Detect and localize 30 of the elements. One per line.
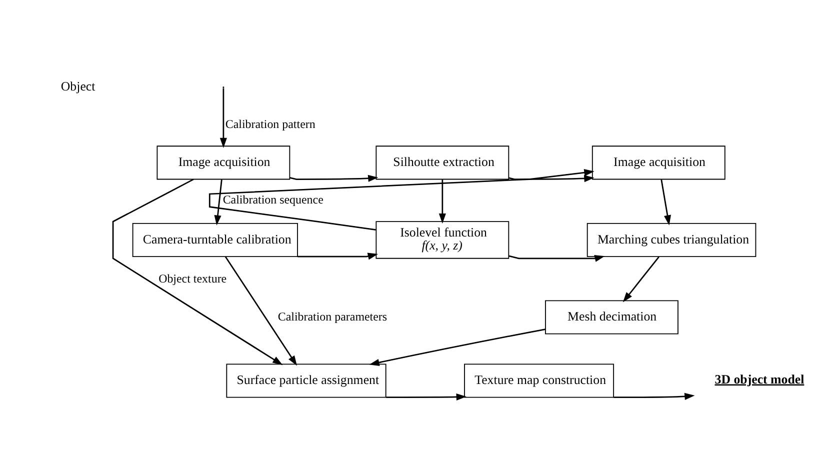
- node-box: Camera-turntable calibration: [132, 222, 298, 257]
- arrow: [224, 256, 298, 366]
- arrow: [208, 169, 594, 230]
- arrow: [298, 252, 378, 260]
- arrow: [290, 174, 378, 182]
- arrow: [508, 175, 594, 182]
- edge-label: Calibration parameters: [278, 309, 388, 324]
- node-box: Mesh decimation: [545, 300, 678, 334]
- arrow: [214, 180, 222, 226]
- label: Object: [60, 80, 96, 94]
- node-box: Silhoutte extraction: [376, 146, 510, 180]
- edge-label: Calibration sequence: [222, 192, 324, 207]
- arrow: [508, 254, 605, 262]
- arrow: [386, 393, 466, 401]
- edge-label: Calibration pattern: [225, 117, 316, 132]
- node-text: 3D object model: [714, 372, 804, 386]
- node-box: Texture map construction: [464, 364, 614, 398]
- arrow: [660, 180, 671, 226]
- arrow: [369, 328, 546, 366]
- node-box: Isolevel function f(x, y, z): [376, 221, 510, 259]
- node-box: Image acquisition: [156, 146, 290, 180]
- arrow: [622, 256, 660, 302]
- arrow: [614, 392, 695, 400]
- node-box: Surface particle assignment: [226, 364, 386, 398]
- arrow: [220, 88, 227, 148]
- node-box: Image acquisition: [592, 146, 726, 180]
- arrow: [438, 180, 446, 224]
- node-box: Marching cubes triangulation: [586, 222, 756, 257]
- edge-label: Object texture: [158, 272, 227, 286]
- arrow: [112, 178, 283, 366]
